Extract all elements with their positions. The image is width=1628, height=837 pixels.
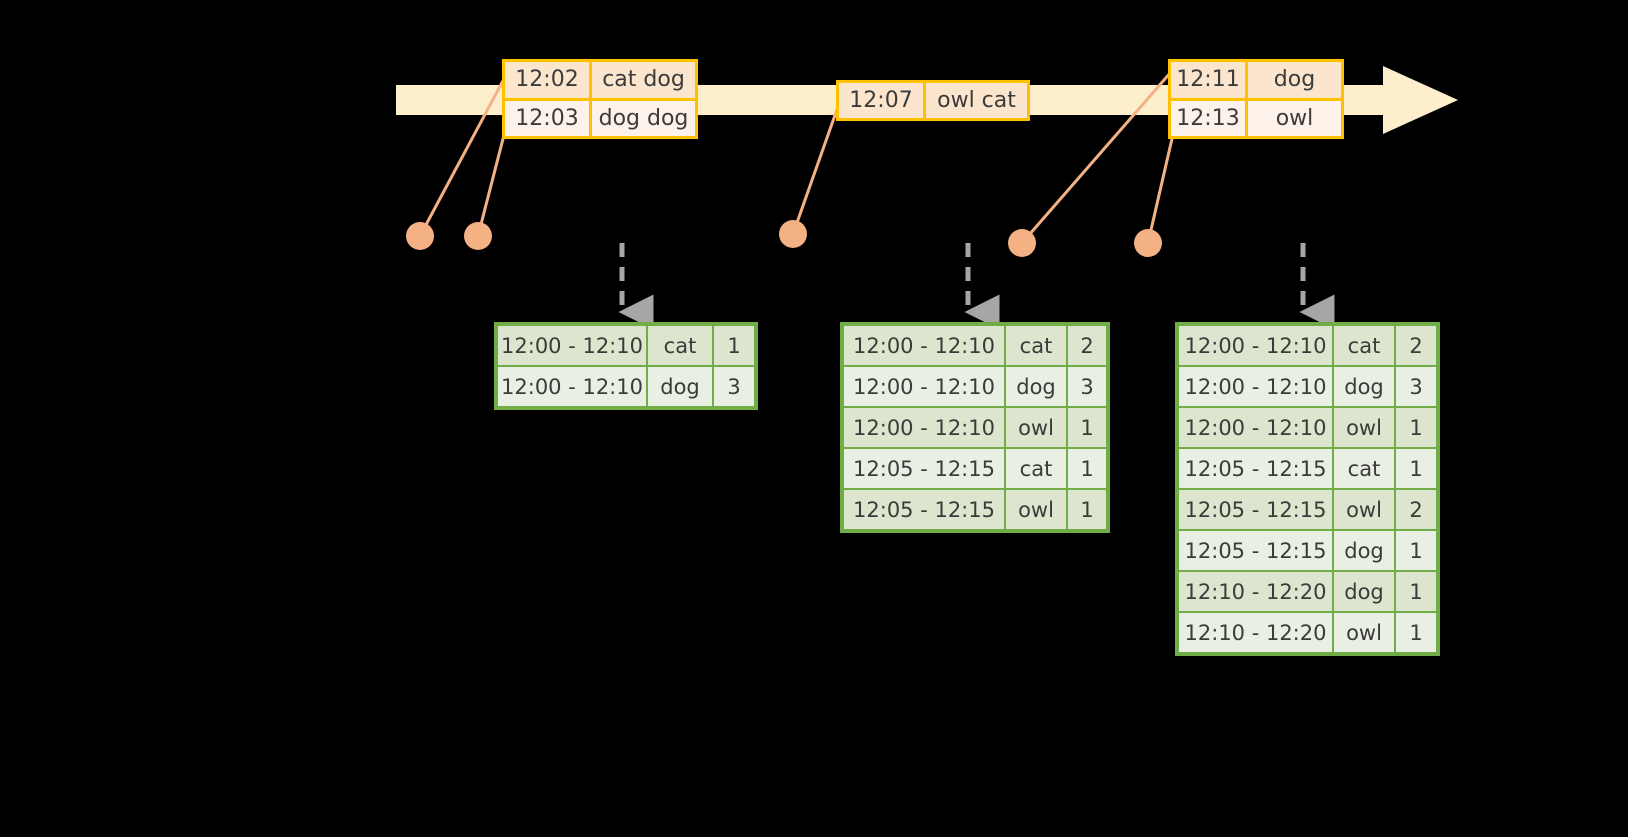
table-cell-window: 12:10 - 12:20 [1179, 572, 1332, 611]
table-cell-count: 3 [1068, 367, 1106, 406]
table-cell-count: 1 [1396, 408, 1436, 447]
table-cell-count: 1 [1396, 572, 1436, 611]
table-cell-word: dog [1334, 572, 1394, 611]
table-cell-word: cat [1334, 449, 1394, 488]
table-cell-window: 12:05 - 12:15 [844, 449, 1004, 488]
event-dot-4 [1008, 229, 1036, 257]
table-cell-count: 3 [1396, 367, 1436, 406]
event-dot-5 [1134, 229, 1162, 257]
table-cell-window: 12:00 - 12:10 [844, 367, 1004, 406]
table-cell-word: dog [1334, 367, 1394, 406]
table-cell-window: 12:05 - 12:15 [1179, 531, 1332, 570]
event-time: 12:11 [1171, 62, 1248, 98]
table-cell-window: 12:05 - 12:15 [1179, 449, 1332, 488]
table-cell-count: 1 [1396, 613, 1436, 652]
table-cell-count: 1 [1396, 449, 1436, 488]
table-cell-count: 2 [1396, 490, 1436, 529]
table-cell-word: owl [1334, 490, 1394, 529]
event-words: owl cat [937, 88, 1016, 113]
table-cell-window: 12:00 - 12:10 [844, 326, 1004, 365]
table-cell-count: 2 [1396, 326, 1436, 365]
event-row: 12:07 owl cat [839, 83, 1027, 118]
table-cell-count: 2 [1068, 326, 1106, 365]
event-time: 12:03 [505, 100, 592, 136]
event-dots [406, 220, 1162, 257]
event-words: dog dog [598, 105, 689, 131]
table-cell-word: owl [1334, 408, 1394, 447]
table-cell-word: dog [1006, 367, 1066, 406]
table-cell-window: 12:00 - 12:10 [498, 367, 646, 406]
event-words: dog [1273, 67, 1316, 93]
table-cell-window: 12:00 - 12:10 [844, 408, 1004, 447]
table-cell-word: cat [1006, 449, 1066, 488]
table-cell-word: owl [1006, 408, 1066, 447]
table-cell-window: 12:10 - 12:20 [1179, 613, 1332, 652]
event-row: 12:11 dog [1171, 62, 1341, 98]
table-cell-window: 12:05 - 12:15 [844, 490, 1004, 529]
event-words: cat dog [602, 67, 685, 93]
event-row: 12:02 cat dog [505, 62, 695, 98]
table-cell-word: cat [1006, 326, 1066, 365]
table-cell-word: dog [1334, 531, 1394, 570]
event-row: 12:13 owl [1171, 97, 1341, 136]
event-time: 12:02 [505, 62, 592, 98]
table-cell-count: 1 [1068, 408, 1106, 447]
table-cell-word: owl [1006, 490, 1066, 529]
event-dot-2 [464, 222, 492, 250]
event-time: 12:07 [839, 83, 926, 118]
event-words: owl [1275, 105, 1314, 131]
event-group-2: 12:07 owl cat [836, 80, 1030, 121]
table-cell-count: 3 [714, 367, 754, 406]
table-cell-count: 1 [1396, 531, 1436, 570]
table-cell-window: 12:05 - 12:15 [1179, 490, 1332, 529]
table-cell-count: 1 [714, 326, 754, 365]
table-cell-word: owl [1334, 613, 1394, 652]
table-cell-count: 1 [1068, 449, 1106, 488]
dashed-arrows [618, 243, 1335, 330]
table-cell-word: cat [1334, 326, 1394, 365]
table-cell-window: 12:00 - 12:10 [498, 326, 646, 365]
table-cell-word: dog [648, 367, 712, 406]
event-dot-1 [406, 222, 434, 250]
table-cell-window: 12:00 - 12:10 [1179, 408, 1332, 447]
table-cell-window: 12:00 - 12:10 [1179, 326, 1332, 365]
event-time: 12:13 [1171, 100, 1248, 136]
table-cell-word: cat [648, 326, 712, 365]
event-dot-3 [779, 220, 807, 248]
event-group-3: 12:11 dog 12:13 owl [1168, 59, 1344, 139]
table-cell-window: 12:00 - 12:10 [1179, 367, 1332, 406]
table-cell-count: 1 [1068, 490, 1106, 529]
